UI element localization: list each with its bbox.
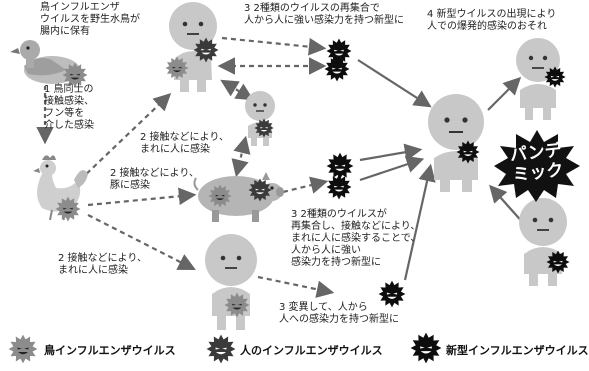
label-step3-mid: 3 2種類のウイルスが 再集合し、接触などにより、 まれに人に感染することで、 …: [291, 209, 421, 268]
legend-bird-virus-icon: [8, 334, 38, 368]
person-right-top-icon: [516, 38, 560, 120]
label-step2-contact: 2 接触などにより、 まれに人に感染: [140, 132, 229, 155]
pandemic-burst-icon: [494, 130, 580, 202]
label-step4: 4 新型ウイルスの出現により 人での爆発的感染のおそれ: [427, 9, 557, 32]
new-virus-mid-2-icon: [326, 174, 352, 204]
arrow-chicken-to-pig: [87, 187, 197, 207]
arrow-center-to-right-top: [487, 76, 522, 111]
legend-human-flu: 人のインフルエンザウイルス: [240, 344, 383, 357]
person-low-bird-virus-icon: [224, 292, 250, 322]
arrow-pig-to-new-virus: [282, 176, 329, 194]
legend-new-virus-icon: [410, 332, 442, 368]
legend-bird-flu: 鳥インフルエンザウイルス: [44, 344, 176, 357]
person-top-bird-virus-icon: [165, 56, 189, 84]
arrow-virus-to-center-3: [359, 155, 425, 182]
arrow-chicken-to-person-top: [79, 92, 172, 181]
pig-bird-virus-icon: [208, 184, 232, 212]
center-person-new-virus-icon: [456, 140, 480, 168]
arrow-small-person-pig: [231, 135, 251, 178]
arrow-chicken-to-person-low: [87, 214, 196, 270]
new-virus-mid-1-icon: [326, 152, 354, 184]
label-step3-top: 3 2種類のウイルスの再集合で 人から人に強い感染力を持つ新型に: [244, 3, 404, 26]
chicken-virus-icon: [55, 196, 81, 226]
small-person-human-virus-icon: [254, 118, 274, 142]
label-step3-bottom: 3 変異して、人から 人への感染力を持つ新型に: [279, 302, 399, 325]
right-top-new-virus-icon: [544, 66, 566, 92]
right-bottom-new-virus-icon: [546, 250, 570, 278]
person-center-icon: [428, 94, 484, 192]
arrow-person-top-to-new-virus: [221, 36, 327, 56]
arrow-person-top-small-person: [220, 79, 254, 101]
label-step1: 1 鳥同士の 接触感染、 フン等を 介した感染: [44, 84, 94, 131]
arrow-virus-to-center-1: [357, 59, 432, 108]
legend-human-virus-icon: [206, 334, 236, 368]
label-duck: 鳥インフルエンザ ウイルスを野生水鳥が 腸内に保有: [40, 2, 140, 37]
arrow-person-low-to-new-virus: [257, 275, 335, 298]
pig-human-virus-icon: [248, 178, 272, 206]
new-virus-top-2-icon: [324, 56, 350, 86]
new-virus-bottom-icon: [378, 280, 406, 312]
arrow-virus-to-center-2: [359, 143, 423, 162]
person-top-human-virus-icon: [193, 37, 219, 67]
duck-icon: [10, 40, 80, 84]
new-virus-top-1-icon: [326, 38, 352, 68]
arrow-virus-to-center-4: [403, 163, 436, 281]
duck-virus-icon: [62, 62, 88, 92]
legend-new-flu: 新型インフルエンザウイルス: [446, 344, 589, 357]
pandemic-label: パンデ ミック: [509, 140, 565, 186]
label-step2-low: 2 接触などにより、 まれに人に感染: [58, 253, 147, 276]
label-step2-pig: 2 接触などにより、 豚に感染: [110, 168, 199, 191]
